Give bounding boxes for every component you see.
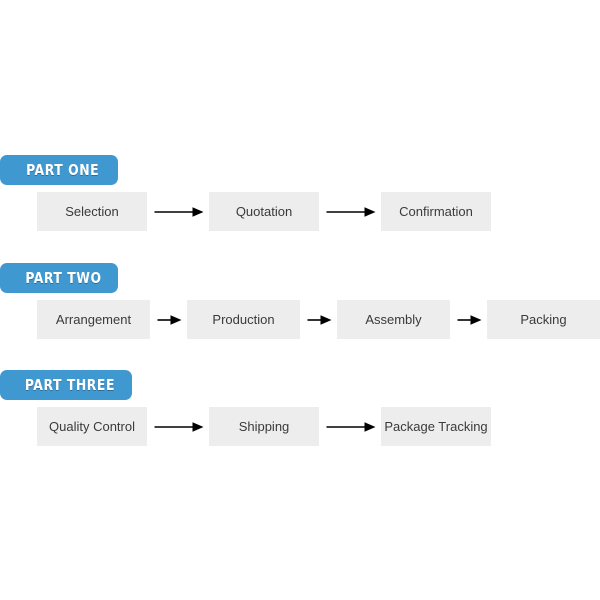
process-box[interactable]: Arrangement <box>37 300 150 339</box>
arrow-right-icon <box>450 300 487 339</box>
part-badge: PART ONE <box>0 155 118 185</box>
part-badge: PART THREE <box>0 370 132 400</box>
process-box-label: Assembly <box>365 312 422 327</box>
process-box[interactable]: Package Tracking <box>381 407 491 446</box>
arrow-right-icon <box>147 192 209 231</box>
arrow-right-icon <box>319 407 381 446</box>
process-row: Arrangement Production Assembly Packing <box>37 300 600 339</box>
process-box-label: Shipping <box>238 419 290 434</box>
process-box[interactable]: Packing <box>487 300 600 339</box>
part-badge-label: PART THREE <box>24 376 116 394</box>
part-badge-label: PART ONE <box>26 161 100 179</box>
process-box-label: Confirmation <box>399 204 473 219</box>
process-box-label: Quality Control <box>49 419 135 434</box>
process-box[interactable]: Quotation <box>209 192 319 231</box>
process-box[interactable]: Selection <box>37 192 147 231</box>
part-badge: PART TWO <box>0 263 118 293</box>
process-box-label: Quotation <box>235 204 293 219</box>
arrow-right-icon <box>300 300 337 339</box>
process-box[interactable]: Quality Control <box>37 407 147 446</box>
process-box-label: Arrangement <box>55 312 132 327</box>
process-box-label: Packing <box>520 312 567 327</box>
process-box-label: Selection <box>65 204 119 219</box>
process-row: Quality Control Shipping Package Tracking <box>37 407 491 446</box>
process-box[interactable]: Production <box>187 300 300 339</box>
arrow-right-icon <box>150 300 187 339</box>
process-row: Selection Quotation Confirmation <box>37 192 491 231</box>
process-box[interactable]: Confirmation <box>381 192 491 231</box>
process-box-label: Production <box>212 312 275 327</box>
process-box-label: Package Tracking <box>384 419 488 434</box>
arrow-right-icon <box>319 192 381 231</box>
process-box[interactable]: Assembly <box>337 300 450 339</box>
arrow-right-icon <box>147 407 209 446</box>
part-badge-label: PART TWO <box>24 269 102 287</box>
process-box[interactable]: Shipping <box>209 407 319 446</box>
